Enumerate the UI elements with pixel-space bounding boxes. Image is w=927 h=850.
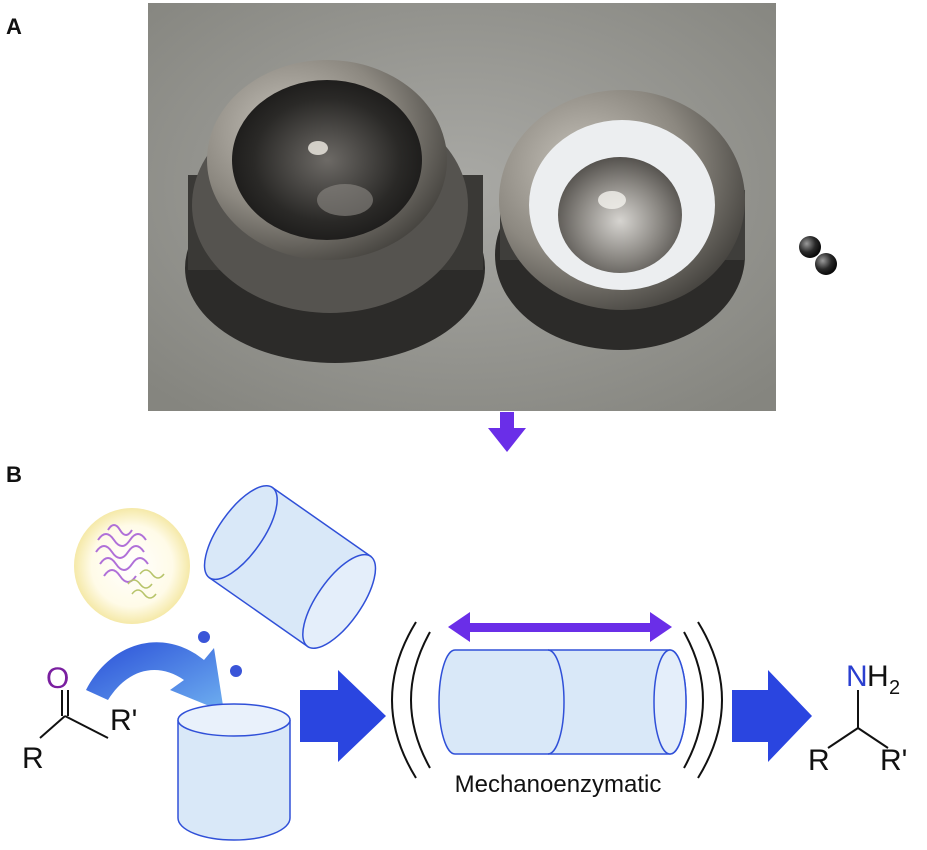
process-caption: Mechanoenzymatic (455, 771, 662, 798)
product-h2-subscript: 2 (889, 677, 900, 699)
curved-arrow-icon (86, 642, 224, 712)
steel-ball-1 (799, 236, 821, 258)
down-arrow-icon (488, 412, 526, 452)
reactant-ketone: O R R' (22, 662, 137, 775)
product-r-label: R (808, 744, 830, 777)
product-h-label: H (867, 660, 889, 693)
vibration-brackets-icon (391, 621, 723, 779)
panel-label-b: B (6, 462, 22, 487)
jar-half-right (495, 90, 745, 350)
right-arrow-icon-1 (300, 670, 386, 762)
jar-half-left (185, 60, 485, 363)
particle-dot-2 (230, 665, 242, 677)
right-arrow-icon-2 (732, 670, 812, 762)
oscillation-arrow-icon (448, 612, 672, 642)
reactant-r-label: R (22, 742, 44, 775)
vessel-base-icon (177, 703, 291, 841)
product-nitrogen-label: N (846, 660, 868, 693)
enzyme-icon (74, 508, 190, 624)
photo-milling-jar (148, 3, 837, 411)
panel-label-a: A (6, 14, 22, 39)
vessel-lid-icon (203, 485, 377, 649)
closed-jar-icon (438, 649, 687, 755)
reactant-r-prime-label: R' (110, 704, 137, 737)
product-r-prime-label: R' (880, 744, 907, 777)
particle-dot-1 (198, 631, 210, 643)
reactant-oxygen-label: O (46, 662, 69, 695)
steel-ball-2 (815, 253, 837, 275)
product-amine: N H 2 R R' (808, 660, 907, 777)
